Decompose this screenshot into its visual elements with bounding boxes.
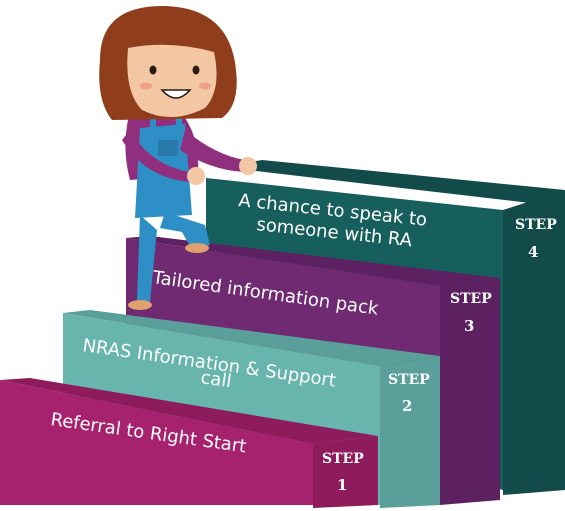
front-leg — [160, 212, 210, 250]
strap-right — [176, 116, 182, 136]
right-hand — [239, 157, 257, 175]
step-1-side — [313, 436, 378, 508]
back-foot — [128, 300, 152, 310]
step-4-top — [222, 160, 565, 203]
front-foot — [185, 243, 209, 253]
step-1-front — [0, 380, 313, 505]
left-arm — [122, 130, 190, 182]
step-2-label-line2: call — [199, 367, 233, 392]
step-1-top — [0, 378, 378, 444]
step-4-number: 4 — [528, 243, 538, 261]
step-3-top — [126, 236, 500, 286]
left-hand — [187, 167, 205, 185]
face — [127, 44, 217, 118]
step-1-block: Referral to Right Start STEP 1 — [0, 378, 378, 508]
person-climbing-icon — [99, 5, 257, 310]
fringe — [112, 16, 228, 52]
right-arm — [180, 130, 245, 172]
overall-pocket — [158, 140, 178, 156]
step-2-side — [380, 356, 440, 508]
right-eye — [192, 65, 200, 75]
step-2-number: 2 — [402, 397, 412, 415]
step-1-number: 1 — [337, 476, 347, 494]
step-2-top — [63, 310, 440, 366]
step-3-tag: STEP — [450, 291, 492, 307]
left-cheek — [140, 82, 152, 90]
step-3-number: 3 — [464, 317, 474, 335]
back-leg — [137, 215, 157, 302]
smile — [160, 89, 192, 99]
strap-left — [150, 118, 156, 138]
step-4-side — [503, 190, 565, 495]
step-3-side — [440, 278, 500, 505]
step-4-tag: STEP — [515, 217, 557, 233]
step-2-tag: STEP — [388, 372, 430, 388]
right-cheek — [199, 82, 211, 90]
step-1-tag: STEP — [322, 451, 364, 467]
left-eye — [149, 65, 157, 75]
